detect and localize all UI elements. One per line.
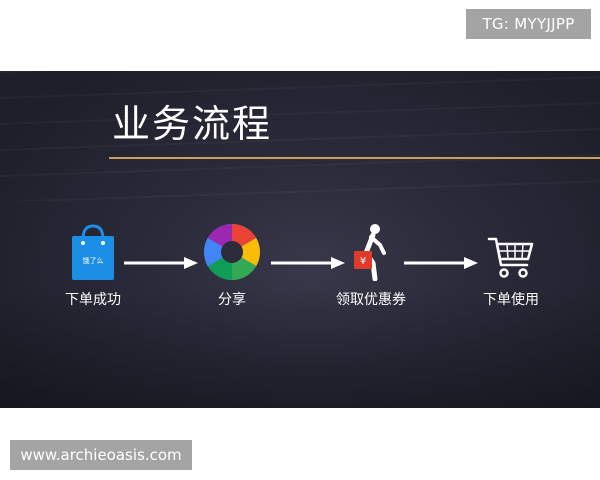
step-label: 下单使用	[483, 292, 539, 308]
website-watermark: www.archieoasis.com	[10, 440, 192, 470]
slide-panel: 业务流程 饿了么 下单成功	[0, 71, 600, 408]
bag-brand-text: 饿了么	[83, 256, 104, 265]
arrow-right-icon	[271, 257, 345, 269]
step-claim-coupon: ¥ 领取优惠券	[311, 221, 431, 309]
step-label: 分享	[218, 292, 246, 308]
shopping-cart-icon	[451, 221, 571, 281]
camera-aperture-icon	[172, 221, 292, 281]
step-order-success: 饿了么 下单成功	[33, 221, 153, 309]
slide-title: 业务流程	[112, 102, 273, 146]
step-share: 分享	[172, 221, 292, 309]
tg-watermark-badge: TG: MYYJJPP	[466, 9, 591, 39]
arrow-right-icon	[124, 257, 198, 269]
step-order-use: 下单使用	[451, 221, 571, 309]
arrow-right-icon	[404, 257, 478, 269]
coupon-yen-text: ¥	[360, 256, 366, 267]
person-with-coupon-icon: ¥	[311, 221, 431, 281]
step-label: 领取优惠券	[336, 292, 406, 308]
shopping-bag-icon: 饿了么	[33, 221, 153, 281]
step-label: 下单成功	[65, 292, 121, 308]
title-divider	[109, 157, 600, 159]
